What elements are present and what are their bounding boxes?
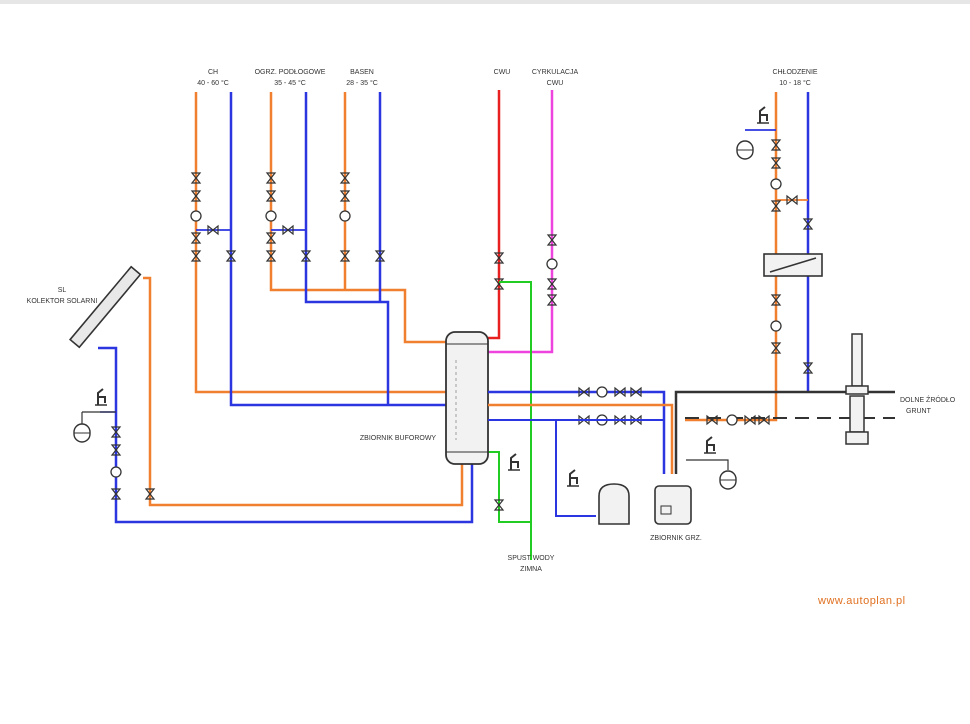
- ground-source-line: [674, 390, 895, 474]
- heat-pump-circulator-icon: [596, 386, 608, 398]
- buffer-safety-valve-icon: [507, 453, 521, 471]
- floor-heating-label-2: 35 - 45 °C: [274, 79, 306, 87]
- ch-pump-icon: [190, 210, 202, 222]
- boiler-tank: [598, 483, 630, 525]
- cooling-expansion-vessel-icon: [736, 140, 754, 160]
- ground-expansion-vessel-icon: [719, 470, 737, 490]
- heat-pump-supply-pipe: [488, 390, 666, 474]
- ground-source-label-1: DOLNE ŹRÓDŁO: [900, 395, 956, 404]
- circulation-pump-icon: [546, 258, 558, 270]
- pool-label-1: BASEN: [350, 69, 374, 76]
- drain-label-2: ZIMNA: [520, 566, 542, 573]
- pool-pump-icon: [339, 210, 351, 222]
- collector-label-1: SL: [58, 287, 67, 294]
- collector-safety-valve-icon: [94, 388, 108, 406]
- heat-pump-unit: [654, 485, 692, 525]
- ch-label-2: 40 - 60 °C: [197, 79, 229, 87]
- solar-collector: [68, 265, 142, 349]
- drain-pipe: [488, 451, 531, 523]
- ground-source-pump-icon: [726, 414, 738, 426]
- drain-label-1: SPUST WODY: [508, 555, 555, 562]
- floor-heating-pump-icon: [265, 210, 277, 222]
- pool-label-2: 28 - 35 °C: [346, 79, 378, 87]
- cooling-pump-icon: [770, 178, 782, 190]
- circulation-label-1: CYRKULACJA: [532, 69, 579, 76]
- floor-heating-label-1: OGRZ. PODŁOGOWE: [255, 69, 326, 76]
- ground-source-label-2: GRUNT: [906, 408, 932, 415]
- boiler-return-pipe: [488, 419, 596, 517]
- ch-label-1: CH: [208, 69, 218, 76]
- buffer-tank-label: ZBIORNIK BUFOROWY: [360, 435, 437, 442]
- ch-supply-pipe: [194, 92, 446, 394]
- collector-return-pipe: [98, 346, 474, 524]
- boiler-label: ZBIORNIK GRZ.: [650, 535, 702, 542]
- floor-heating-supply-pipe: [269, 92, 450, 344]
- cooling-safety-valve-icon: [756, 106, 770, 124]
- buffer-tank: [445, 331, 489, 465]
- circulation-label-2: CWU: [547, 80, 564, 87]
- window-top-bar: [0, 0, 970, 4]
- cooling-label-1: CHŁODZENIE: [772, 69, 817, 76]
- cold-water-pipe: [499, 281, 532, 560]
- cooling-secondary-pump-icon: [770, 320, 782, 332]
- floor-heating-return-pipe: [304, 92, 390, 405]
- collector-supply-pipe: [143, 276, 464, 507]
- collector-expansion-vessel-icon: [73, 423, 91, 443]
- collector-label-2: KOLEKTOR SOLARNI: [27, 298, 98, 305]
- ground-safety-valve-icon: [703, 436, 717, 454]
- ground-probe: [845, 333, 869, 445]
- cooling-label-2: 10 - 18 °C: [779, 79, 811, 87]
- cooling-return-pipe: [685, 92, 778, 422]
- collector-pump-icon: [110, 466, 122, 478]
- dhw-label: CWU: [494, 69, 511, 76]
- footer-url: www.autoplan.pl: [817, 595, 906, 607]
- boiler-safety-valve-icon: [566, 469, 580, 487]
- circulation-pipe: [488, 90, 554, 354]
- dhw-pipe: [488, 90, 501, 340]
- heat-pump-return-pipe: [488, 403, 674, 474]
- ch-return-pipe: [229, 92, 446, 407]
- plate-heat-exchanger: [763, 253, 823, 277]
